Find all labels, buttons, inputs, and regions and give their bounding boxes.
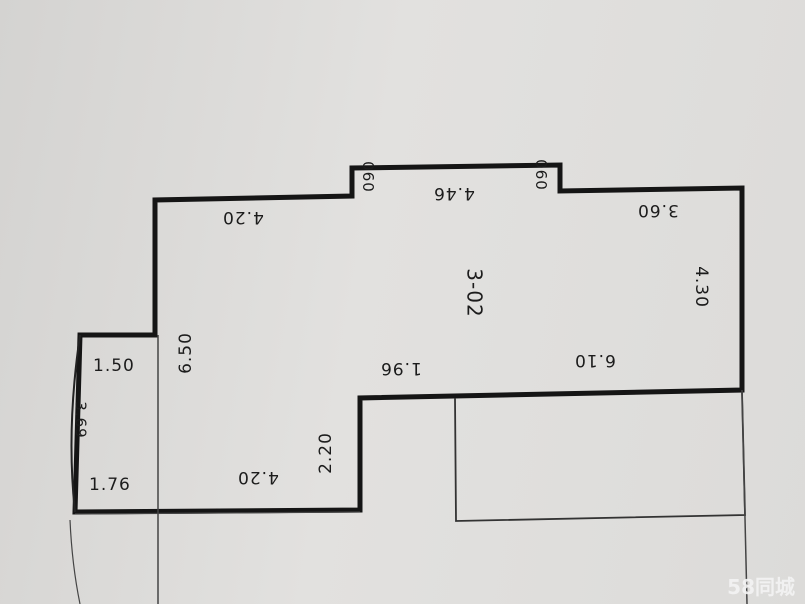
dim-left-upper: 1.50 — [93, 356, 135, 376]
dim-left-height: 6.50 — [175, 332, 196, 374]
right-boundary — [741, 389, 748, 604]
room-id: 3-02 — [462, 268, 487, 318]
dim-notch-left: 060 — [358, 161, 377, 193]
adjacent-room — [454, 391, 746, 522]
dim-notch-right: 060 — [531, 159, 550, 191]
dim-bottom: 4.20 — [237, 467, 279, 487]
bottom-boundary — [74, 511, 361, 515]
dim-top-right: 3.60 — [637, 200, 679, 220]
outer-arc-line — [69, 519, 81, 604]
dim-inner-middle: 1.96 — [380, 358, 422, 378]
dim-right: 4.30 — [690, 266, 711, 308]
dim-left-arc: 3.69 — [71, 401, 90, 439]
room-outline — [72, 162, 745, 515]
dim-top-middle: 4.46 — [433, 183, 475, 203]
dim-top-left: 4.20 — [222, 207, 264, 227]
dim-step: 2.20 — [315, 432, 336, 474]
left-arc-wall — [70, 334, 81, 513]
dim-left-lower: 1.76 — [89, 475, 131, 495]
dim-inner-right: 6.10 — [574, 350, 616, 370]
watermark-logo: 58同城 — [727, 575, 795, 599]
